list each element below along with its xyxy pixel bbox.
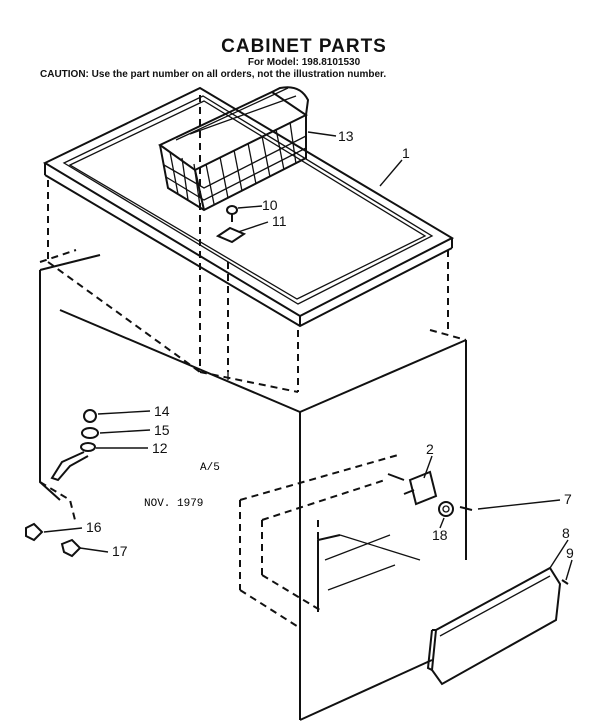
grille-panel <box>426 566 569 686</box>
drain-plug-assembly <box>50 409 99 482</box>
callout-12: 12 <box>152 440 168 456</box>
lid-frame <box>42 86 455 328</box>
callout-17: 17 <box>112 543 128 559</box>
callout-2: 2 <box>426 441 434 457</box>
callout-8: 8 <box>562 525 570 541</box>
callout-16: 16 <box>86 519 102 535</box>
control-assembly <box>387 470 473 517</box>
callout-1: 1 <box>402 145 410 161</box>
drawing-date: NOV. 1979 <box>144 498 203 510</box>
cabinet-body <box>39 254 467 721</box>
callout-11: 11 <box>272 213 287 229</box>
diagram-title: CABINET PARTS <box>221 36 387 57</box>
lid-screw-and-hinge <box>215 205 247 380</box>
callout-leaders <box>43 131 573 581</box>
callout-7: 7 <box>564 491 572 507</box>
wire-basket <box>158 86 310 212</box>
inner-liner-hidden-lines <box>39 95 467 629</box>
callout-14: 14 <box>154 403 170 419</box>
caution-note: CAUTION: Use the part number on all orde… <box>40 69 387 80</box>
drain-tube-parts <box>25 481 82 558</box>
drawing-code: A/5 <box>200 462 220 474</box>
model-number: For Model: 198.8101530 <box>247 57 361 68</box>
callout-13: 13 <box>338 128 354 144</box>
callout-18: 18 <box>432 527 448 543</box>
callout-numbers: 13 1 10 11 14 15 12 16 17 2 7 8 9 18 <box>86 128 574 561</box>
callout-15: 15 <box>154 422 170 438</box>
callout-10: 10 <box>262 197 278 213</box>
callout-9: 9 <box>566 545 574 561</box>
